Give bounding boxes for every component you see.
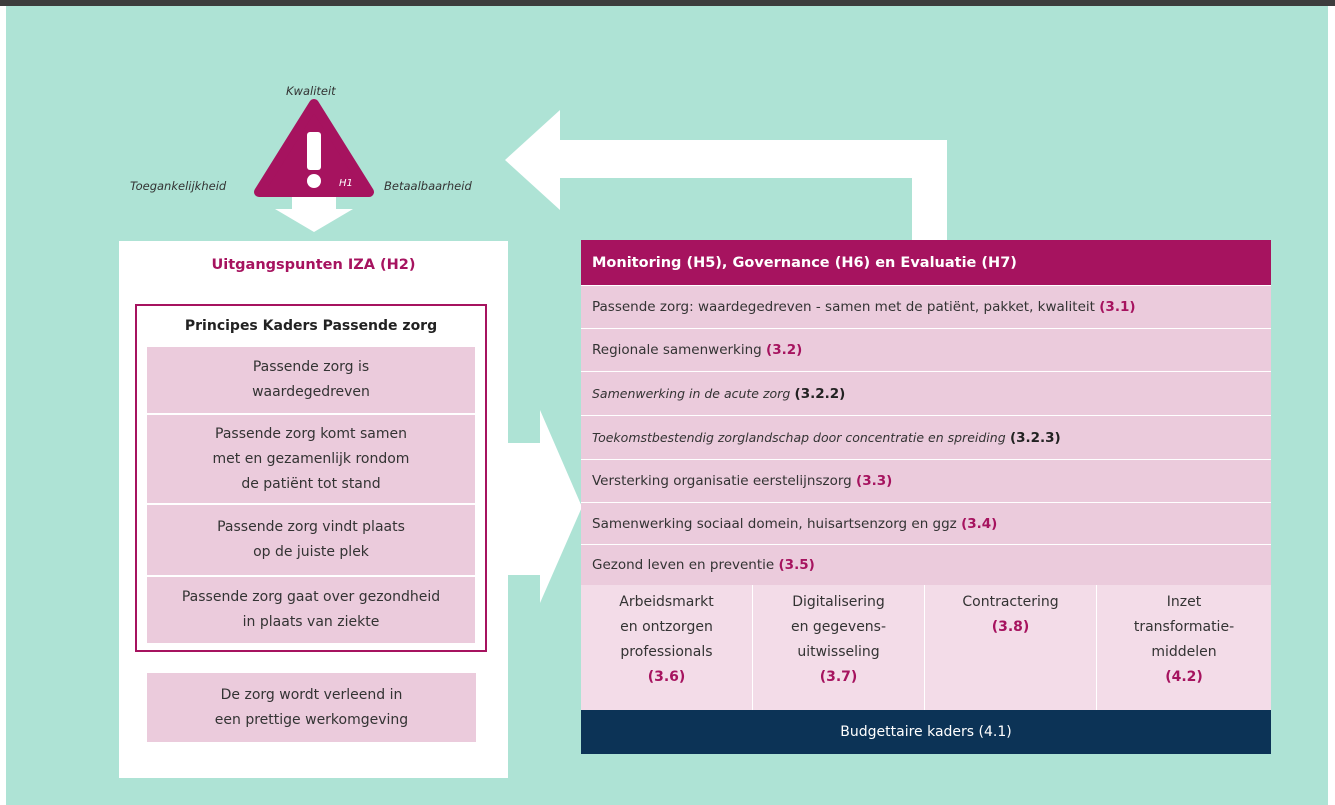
sub-block-ref: (4.2) bbox=[1165, 669, 1203, 685]
principle-item: Passende zorg vindt plaats op de juiste … bbox=[147, 505, 475, 575]
label-betaalbaarheid: Betaalbaarheid bbox=[384, 179, 472, 193]
budget-bar: Budgettaire kaders (4.1) bbox=[581, 710, 1271, 754]
label-toegankelijkheid: Toegankelijkheid bbox=[130, 179, 227, 193]
top-border bbox=[0, 0, 1335, 6]
theme-row: Regionale samenwerking (3.2) bbox=[581, 328, 1271, 371]
uitgangspunten-title: Uitgangspunten IZA (H2) bbox=[211, 257, 416, 273]
principle-item: Passende zorg komt samen met en gezamenl… bbox=[147, 415, 475, 503]
sub-block: Arbeidsmarkt en ontzorgen professionals … bbox=[581, 585, 753, 710]
sub-block-label: Inzet transformatie- middelen bbox=[1133, 594, 1235, 660]
theme-row-ref: (3.2.3) bbox=[1009, 429, 1061, 446]
monitoring-header: Monitoring (H5), Governance (H6) en Eval… bbox=[581, 240, 1271, 285]
theme-row-ref: (3.4) bbox=[961, 515, 998, 532]
sub-block-ref: (3.8) bbox=[991, 619, 1030, 635]
theme-row-text: Versterking organisatie eerstelijnszorg bbox=[592, 473, 852, 489]
sub-block: Contractering (3.8) bbox=[925, 585, 1097, 710]
down-arrow bbox=[275, 193, 353, 232]
theme-row-text: Toekomstbestendig zorglandschap door con… bbox=[592, 430, 1006, 445]
theme-row: Passende zorg: waardegedreven - samen me… bbox=[581, 285, 1271, 328]
principle-item: Passende zorg gaat over gezondheid in pl… bbox=[147, 577, 475, 643]
principes-title: Principes Kaders Passende zorg bbox=[184, 318, 438, 334]
principle-item: Passende zorg is waardegedreven bbox=[147, 347, 475, 413]
uitgangspunten-panel: Uitgangspunten IZA (H2) Principes Kaders… bbox=[119, 241, 508, 778]
theme-row: Versterking organisatie eerstelijnszorg … bbox=[581, 459, 1271, 502]
sub-block-label: Digitalisering en gegevens- uitwisseling bbox=[790, 594, 887, 660]
theme-row-ref: (3.2.2) bbox=[794, 385, 846, 402]
monitoring-panel: Monitoring (H5), Governance (H6) en Eval… bbox=[581, 240, 1271, 754]
return-arrow bbox=[505, 110, 947, 240]
principes-box: Principes Kaders Passende zorg Passende … bbox=[135, 304, 487, 652]
theme-row-text: Regionale samenwerking bbox=[592, 342, 762, 358]
theme-row-text: Passende zorg: waardegedreven - samen me… bbox=[592, 299, 1095, 315]
warning-triangle-icon: H1 bbox=[254, 99, 374, 197]
theme-row: Gezond leven en preventie (3.5) bbox=[581, 544, 1271, 585]
theme-row-text: Gezond leven en preventie bbox=[592, 557, 775, 573]
label-kwaliteit: Kwaliteit bbox=[286, 84, 336, 98]
theme-row-text: Samenwerking in de acute zorg bbox=[592, 386, 791, 401]
sub-block-label: Contractering bbox=[962, 594, 1059, 610]
theme-row-ref: (3.3) bbox=[856, 473, 893, 489]
sub-block-ref: (3.6) bbox=[647, 669, 686, 685]
sub-block-ref: (3.7) bbox=[819, 669, 858, 685]
theme-row-text: Samenwerking sociaal domein, huisartsenz… bbox=[592, 515, 957, 532]
sub-block: Inzet transformatie- middelen (4.2) bbox=[1097, 585, 1271, 710]
sub-blocks-row: Arbeidsmarkt en ontzorgen professionals … bbox=[581, 585, 1271, 710]
theme-row-ref: (3.2) bbox=[766, 342, 803, 358]
sub-block: Digitalisering en gegevens- uitwisseling… bbox=[753, 585, 925, 710]
sub-block-label: Arbeidsmarkt en ontzorgen professionals bbox=[619, 594, 714, 660]
theme-row-ref: (3.5) bbox=[778, 557, 815, 573]
werkomgeving-box: De zorg wordt verleend in een prettige w… bbox=[147, 673, 476, 742]
theme-row: Toekomstbestendig zorglandschap door con… bbox=[581, 415, 1271, 459]
theme-row: Samenwerking sociaal domein, huisartsenz… bbox=[581, 502, 1271, 544]
triangle-badge: H1 bbox=[339, 178, 353, 189]
right-arrow bbox=[505, 410, 582, 603]
theme-row: Samenwerking in de acute zorg (3.2.2) bbox=[581, 371, 1271, 415]
theme-row-ref: (3.1) bbox=[1099, 299, 1136, 315]
